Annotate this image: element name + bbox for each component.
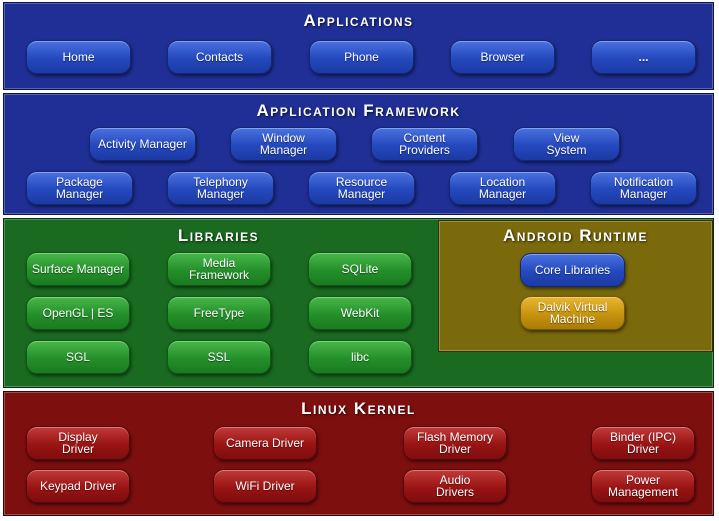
framework-window-manager[interactable]: Window Manager <box>230 127 337 161</box>
lib-freetype[interactable]: FreeType <box>167 296 271 330</box>
runtime-title: Android Runtime <box>502 226 649 245</box>
lib-ssl[interactable]: SSL <box>167 340 271 374</box>
framework-content-providers[interactable]: Content Providers <box>371 127 478 161</box>
framework-telephony-manager[interactable]: Telephony Manager <box>167 171 274 205</box>
kernel-power-management[interactable]: Power Management <box>591 469 695 503</box>
kernel-wifi-driver[interactable]: WiFi Driver <box>213 469 317 503</box>
applications-title: Applications <box>303 11 414 30</box>
app-phone[interactable]: Phone <box>309 40 414 74</box>
runtime-layer: Android Runtime Core Libraries Dalvik Vi… <box>438 220 713 352</box>
app-more[interactable]: ... <box>591 40 696 74</box>
kernel-title: Linux Kernel <box>301 399 416 418</box>
kernel-display-driver[interactable]: Display Driver <box>26 426 130 460</box>
kernel-audio-drivers[interactable]: Audio Drivers <box>403 469 507 503</box>
kernel-layer: Linux Kernel Display Driver Camera Drive… <box>3 391 714 516</box>
framework-view-system[interactable]: View System <box>513 127 620 161</box>
lib-sqlite[interactable]: SQLite <box>308 252 412 286</box>
app-browser[interactable]: Browser <box>450 40 555 74</box>
runtime-dalvik-vm[interactable]: Dalvik Virtual Machine <box>520 296 625 330</box>
lib-surface-manager[interactable]: Surface Manager <box>26 252 130 286</box>
framework-resource-manager[interactable]: Resource Manager <box>308 171 415 205</box>
framework-location-manager[interactable]: Location Manager <box>449 171 556 205</box>
app-home[interactable]: Home <box>26 40 131 74</box>
framework-title: Application Framework <box>256 101 461 120</box>
kernel-binder-ipc-driver[interactable]: Binder (IPC) Driver <box>591 426 695 460</box>
lib-opengl-es[interactable]: OpenGL | ES <box>26 296 130 330</box>
app-contacts[interactable]: Contacts <box>167 40 272 74</box>
lib-media-framework[interactable]: Media Framework <box>167 252 271 286</box>
framework-layer: Application Framework Activity Manager W… <box>3 93 714 215</box>
libraries-title: Libraries <box>177 226 260 245</box>
kernel-keypad-driver[interactable]: Keypad Driver <box>26 469 130 503</box>
lib-sgl[interactable]: SGL <box>26 340 130 374</box>
framework-activity-manager[interactable]: Activity Manager <box>89 127 196 161</box>
framework-package-manager[interactable]: Package Manager <box>26 171 133 205</box>
kernel-flash-memory-driver[interactable]: Flash Memory Driver <box>403 426 507 460</box>
framework-notification-manager[interactable]: Notification Manager <box>590 171 697 205</box>
applications-layer: Applications Home Contacts Phone Browser… <box>3 2 714 90</box>
lib-webkit[interactable]: WebKit <box>308 296 412 330</box>
lib-libc[interactable]: libc <box>308 340 412 374</box>
runtime-core-libraries[interactable]: Core Libraries <box>520 253 625 287</box>
kernel-camera-driver[interactable]: Camera Driver <box>213 426 317 460</box>
